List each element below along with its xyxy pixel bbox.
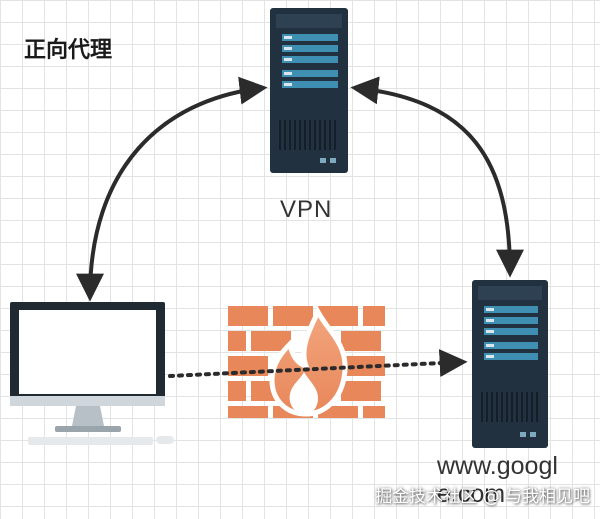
watermark: 掘金技术社区 @ 与我相见吧: [375, 487, 590, 507]
edge-vpn-target: [350, 76, 524, 278]
vpn-server-icon: [270, 8, 348, 173]
vpn-label: VPN: [280, 196, 333, 223]
target-label-line1: www.googl: [437, 452, 558, 480]
target-server-icon: [472, 280, 548, 448]
desktop-monitor-icon: [10, 302, 174, 445]
target-label-line2: e.com: [437, 480, 506, 508]
edge-client-target-dotted: [168, 349, 468, 378]
edge-client-vpn: [76, 76, 268, 302]
firewall-icon: [228, 306, 385, 418]
diagram-title: 正向代理: [24, 38, 113, 63]
flame-icon: [269, 306, 348, 417]
target-label: www.googl e.com: [437, 452, 558, 508]
